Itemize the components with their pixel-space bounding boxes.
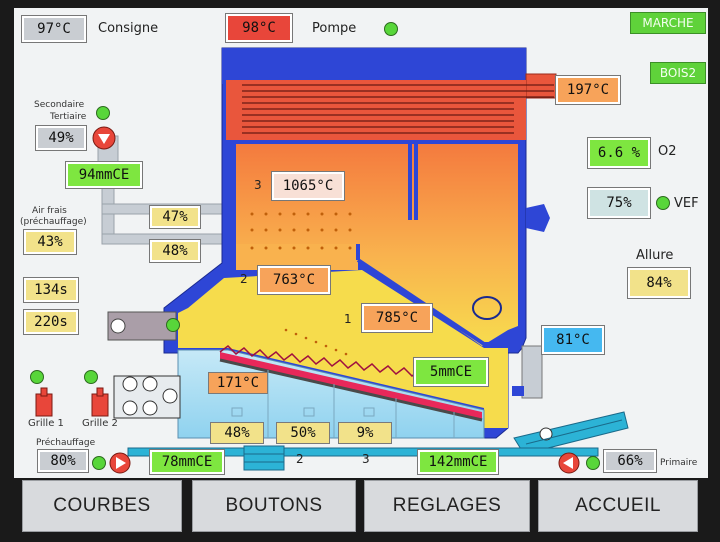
- timer-1: 134s: [24, 278, 78, 302]
- exhaust-pipe: [525, 73, 557, 99]
- allure-label: Allure: [636, 248, 674, 263]
- damper-upper-pct: 47%: [150, 206, 200, 228]
- grille1-status-icon: [30, 370, 44, 384]
- pump-primaire-icon: [558, 452, 580, 474]
- secondaire-pct: 49%: [36, 126, 86, 150]
- grille1-label: Grille 1: [28, 418, 64, 429]
- secondaire-status-icon: [96, 106, 110, 120]
- grille2-status-icon: [84, 370, 98, 384]
- secondaire-label: Secondaire: [34, 100, 85, 110]
- grille1-actuator-icon: [35, 387, 53, 417]
- heat-exchanger: [226, 80, 526, 140]
- reglages-button[interactable]: REGLAGES: [364, 480, 530, 532]
- duct-zone2-number: 2: [296, 452, 304, 466]
- primary-pressure-right: 142mmCE: [418, 450, 498, 474]
- zone1-temp: 785°C: [362, 304, 432, 332]
- primaire-pct: 66%: [604, 450, 656, 472]
- vef-label: VEF: [674, 196, 699, 211]
- primaire-status-icon: [586, 456, 600, 470]
- air-injection-dots: [250, 212, 352, 356]
- zone3-temp: 1065°C: [272, 172, 344, 200]
- air-frais-pct: 43%: [24, 230, 76, 254]
- water-temp: 81°C: [542, 326, 604, 354]
- pump-secondaire-icon: [92, 126, 116, 150]
- zone2-number: 2: [240, 272, 248, 286]
- primary-air-duct: [127, 445, 599, 471]
- grate-zone2-pct: 50%: [276, 422, 330, 444]
- courbes-button[interactable]: COURBES: [22, 480, 182, 532]
- pompe-status-icon: [384, 22, 398, 36]
- grille2-actuator-icon: [91, 387, 109, 417]
- exhaust-temp: 197°C: [556, 76, 620, 104]
- primaire-label: Primaire: [660, 458, 698, 468]
- feed-auger-status-icon: [166, 318, 180, 332]
- pompe-label: Pompe: [312, 21, 357, 36]
- boiler-top: [222, 48, 526, 84]
- zone3-number: 3: [254, 178, 262, 192]
- secondary-pressure: 94mmCE: [66, 162, 142, 188]
- primary-pressure-left: 78mmCE: [150, 450, 224, 474]
- furnace-pressure: 5mmCE: [414, 358, 488, 386]
- o2-label: O2: [658, 144, 677, 159]
- fan-duct: [526, 204, 550, 232]
- marche-status[interactable]: MARCHE: [630, 12, 706, 34]
- air-frais-sub-label: (préchauffage): [20, 217, 87, 227]
- duct-zone3-number: 3: [362, 452, 370, 466]
- prechauffage-pct: 80%: [38, 450, 88, 472]
- o2-value: 6.6 %: [588, 138, 650, 168]
- zone2-temp: 763°C: [258, 266, 330, 294]
- prechauffage-status-icon: [92, 456, 106, 470]
- boiler-diagram: [35, 47, 629, 474]
- grille2-label: Grille 2: [82, 418, 118, 429]
- inspection-port: [472, 296, 502, 320]
- consigne-label: Consigne: [98, 21, 159, 36]
- timer-2: 220s: [24, 310, 78, 334]
- synoptic-panel: 97°C Consigne 98°C Pompe MARCHE BOIS2 19…: [14, 8, 708, 478]
- prechauffage-label: Préchauffage: [36, 438, 96, 448]
- grate-zone3-pct: 9%: [338, 422, 392, 444]
- damper-lower-pct: 48%: [150, 240, 200, 262]
- vef-status-icon: [656, 196, 670, 210]
- boutons-button[interactable]: BOUTONS: [192, 480, 356, 532]
- pump-prechauffage-icon: [109, 452, 131, 474]
- vef-value: 75%: [588, 188, 650, 218]
- ash-conveyor: [513, 411, 629, 455]
- ram-feeders: [113, 375, 181, 419]
- tertiaire-label: Tertiaire: [50, 112, 87, 122]
- zone1-number: 1: [344, 312, 352, 326]
- fuel-chamber: [178, 270, 508, 428]
- grate-zone1-pct: 48%: [210, 422, 264, 444]
- water-outlet: [521, 345, 543, 399]
- air-frais-label: Air frais: [32, 206, 67, 216]
- allure-value: 84%: [628, 268, 690, 298]
- accueil-button[interactable]: ACCUEIL: [538, 480, 698, 532]
- pompe-temp-value: 98°C: [226, 14, 292, 42]
- consigne-value: 97°C: [22, 16, 86, 42]
- bois2-status[interactable]: BOIS2: [650, 62, 706, 84]
- grate-temp: 171°C: [208, 372, 268, 394]
- exchanger-tubes: [242, 84, 554, 134]
